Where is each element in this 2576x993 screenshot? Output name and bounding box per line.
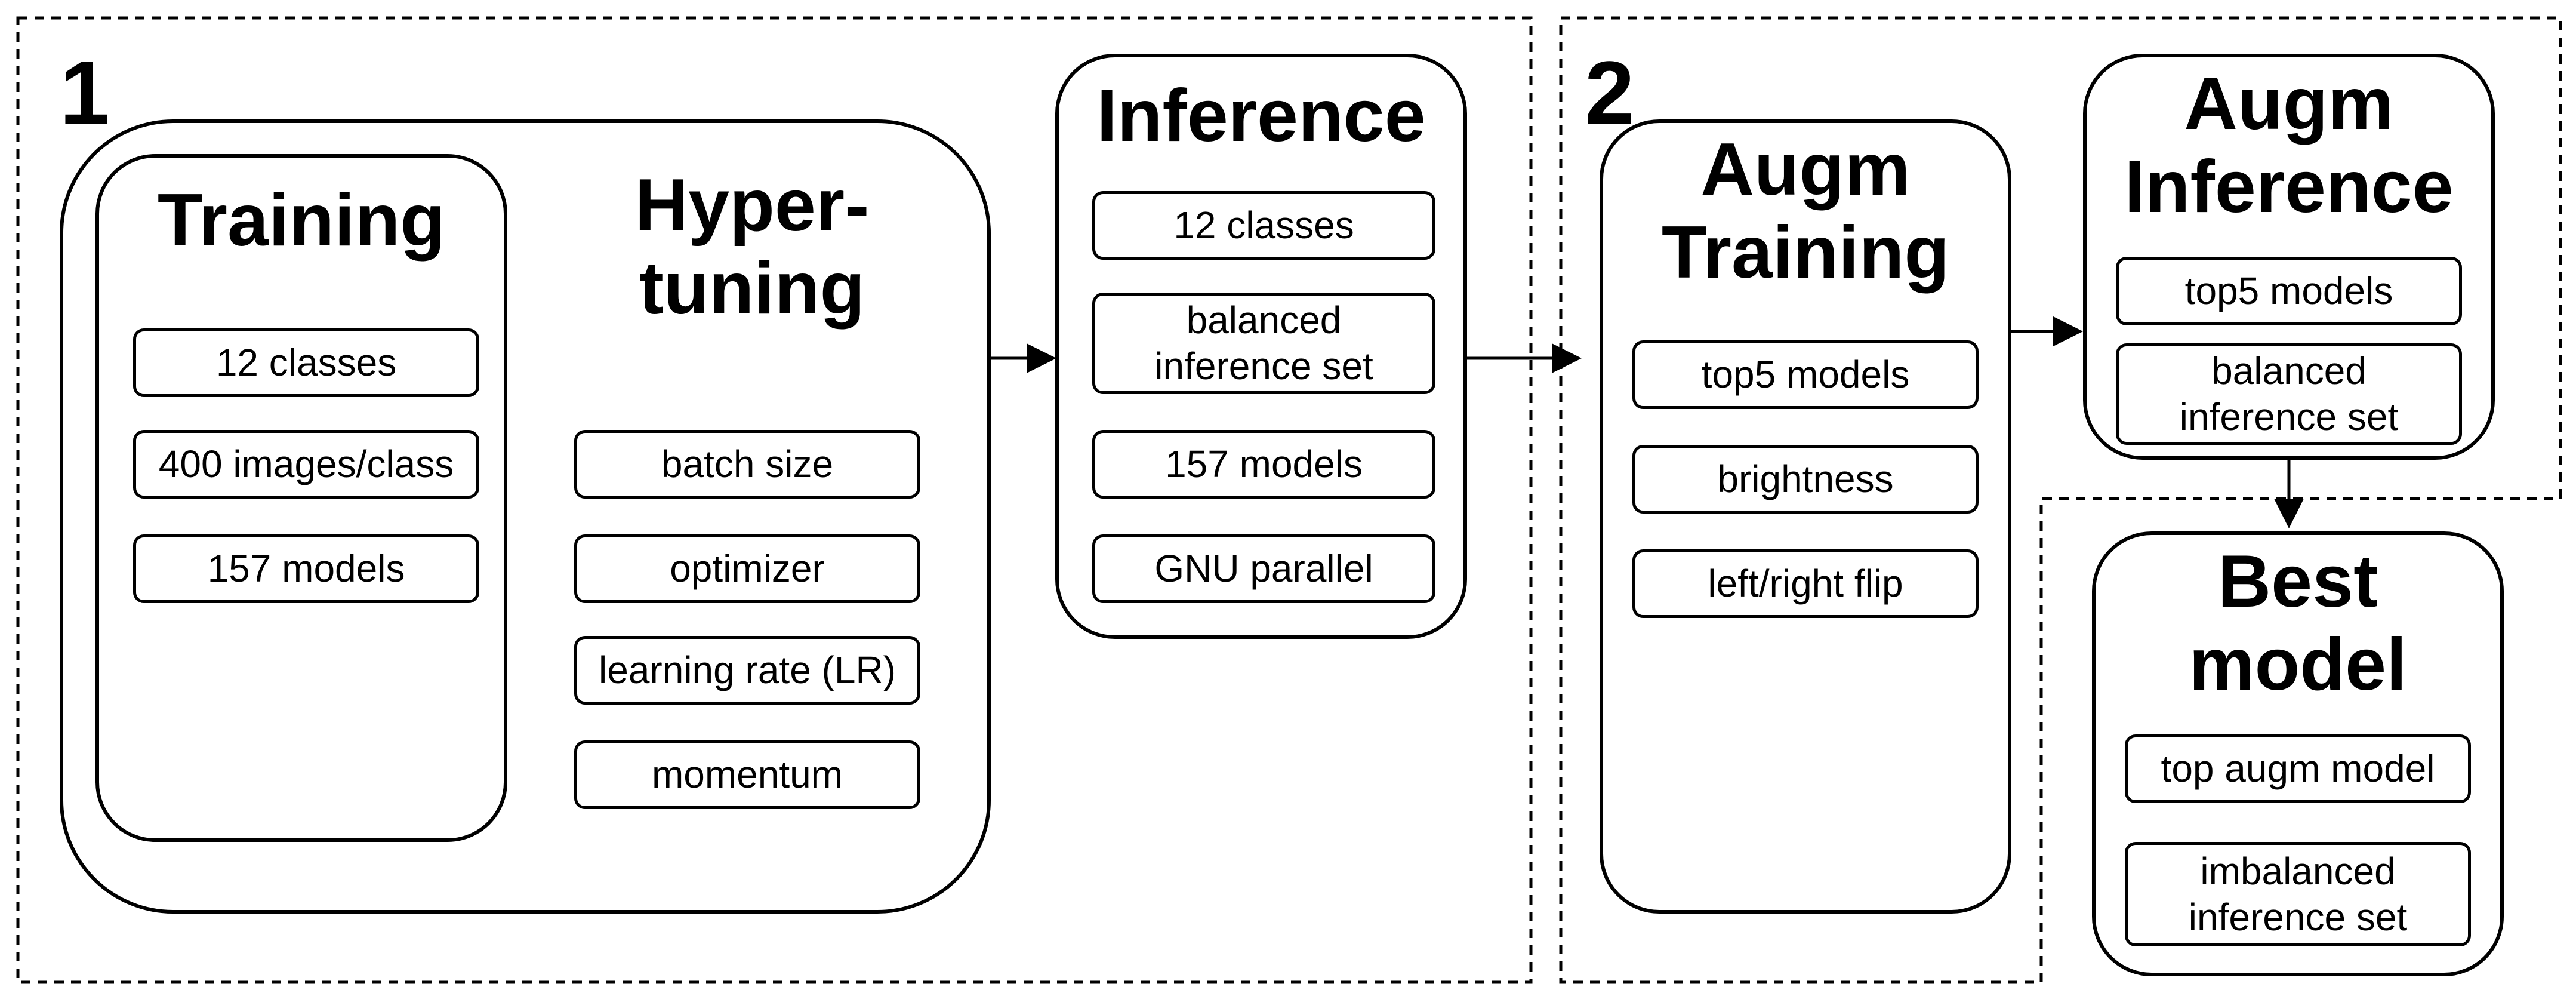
stage1-number: 1 (60, 42, 110, 143)
inference-item-classes: 12 classes (1092, 191, 1435, 260)
augm-training-item-brightness: brightness (1632, 445, 1979, 514)
inference-item-gnu-parallel: GNU parallel (1092, 534, 1435, 603)
stage2-frame (1559, 16, 2562, 984)
augm-inference-title: Augm Inference (2124, 63, 2454, 228)
augm-training-item-flip: left/right flip (1632, 549, 1979, 618)
hyper-item-momentum: momentum (574, 740, 920, 809)
training-item-classes: 12 classes (133, 328, 479, 397)
stage2-number: 2 (1585, 42, 1635, 143)
best-model-title: Best model (2189, 540, 2407, 706)
augm-inference-item-top5: top5 models (2116, 257, 2462, 325)
hyper-item-optimizer: optimizer (574, 534, 920, 603)
training-title: Training (157, 179, 446, 262)
augm-training-title: Augm Training (1661, 128, 1950, 294)
augm-inference-item-balanced-set: balanced inference set (2116, 343, 2462, 445)
best-model-item-top-augm: top augm model (2125, 734, 2471, 803)
inference-title: Inference (1096, 75, 1426, 157)
best-model-item-imbalanced-set: imbalanced inference set (2125, 842, 2471, 946)
hyper-item-batch-size: batch size (574, 430, 920, 499)
hypertuning-title: Hyper- tuning (634, 164, 870, 330)
stage1-frame (16, 16, 1533, 984)
hyper-item-learning-rate: learning rate (LR) (574, 636, 920, 705)
augm-training-item-top5: top5 models (1632, 340, 1979, 409)
training-item-models: 157 models (133, 534, 479, 603)
inference-item-balanced-set: balanced inference set (1092, 293, 1435, 394)
augm-training-panel (1600, 119, 2011, 914)
inference-item-models: 157 models (1092, 430, 1435, 499)
training-item-images: 400 images/class (133, 430, 479, 499)
